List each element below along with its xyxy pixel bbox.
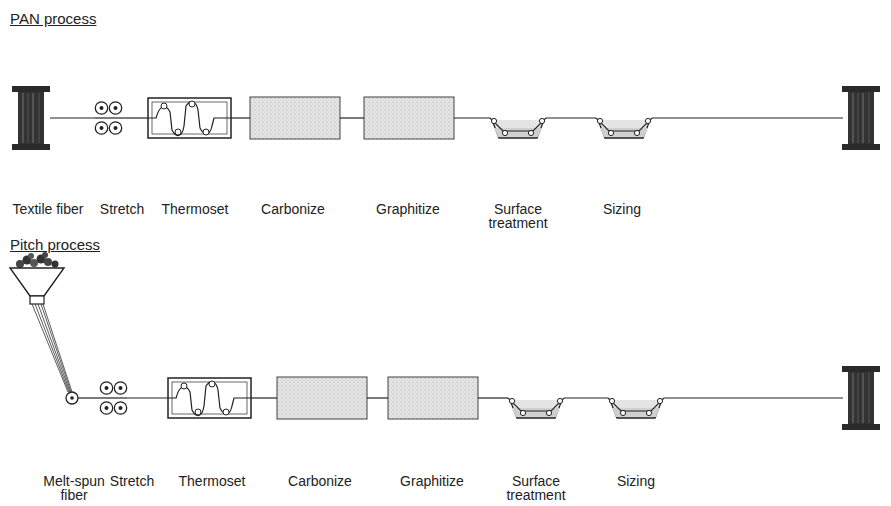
process-station: Surface treatment — [490, 110, 546, 138]
station-label: Thermoset — [162, 202, 229, 216]
fiber-path — [50, 117, 95, 118]
station-label: Carbonize — [288, 474, 352, 488]
fiber-path — [231, 117, 250, 118]
station-label: Thermoset — [179, 474, 246, 488]
process-station: Sizing — [596, 110, 652, 138]
station-label: Stretch — [110, 474, 154, 488]
fiber-path — [251, 397, 277, 398]
fiber-path — [454, 117, 490, 118]
station-label: Surface treatment — [480, 202, 556, 230]
station-label: Graphitize — [400, 474, 464, 488]
process-station: Melt-spun fiber — [8, 254, 82, 406]
process-station: Surface treatment — [508, 390, 564, 418]
process-station: Sizing — [608, 390, 664, 418]
process-station: Textile fiber — [12, 86, 50, 150]
station-label: Textile fiber — [13, 202, 84, 216]
station-label: Melt-spun fiber — [41, 474, 107, 502]
process-station: Graphitize — [364, 97, 454, 139]
process-station: Carbonize — [277, 377, 367, 419]
process-station: Thermoset — [148, 98, 231, 138]
station-label: Surface treatment — [498, 474, 574, 502]
process-station: Carbonize — [250, 97, 340, 139]
station-label: Sizing — [617, 474, 655, 488]
process-heading: Pitch process — [10, 236, 100, 253]
process-station: Graphitize — [388, 377, 478, 419]
fiber-path — [340, 117, 364, 118]
station-label: Sizing — [603, 202, 641, 216]
station-label: Graphitize — [376, 202, 440, 216]
station-label: Stretch — [100, 202, 144, 216]
process-heading: PAN process — [10, 10, 96, 27]
fiber-path — [127, 397, 168, 398]
fiber-path — [367, 397, 388, 398]
fiber-path — [122, 117, 148, 118]
process-station: Stretch — [100, 376, 127, 420]
fiber-path — [564, 397, 608, 398]
station-label: Carbonize — [261, 202, 325, 216]
process-station: Thermoset — [168, 378, 251, 418]
fiber-path — [82, 397, 100, 398]
fiber-path — [546, 117, 596, 118]
process-station: Stretch — [95, 96, 122, 140]
fiber-path — [478, 397, 508, 398]
